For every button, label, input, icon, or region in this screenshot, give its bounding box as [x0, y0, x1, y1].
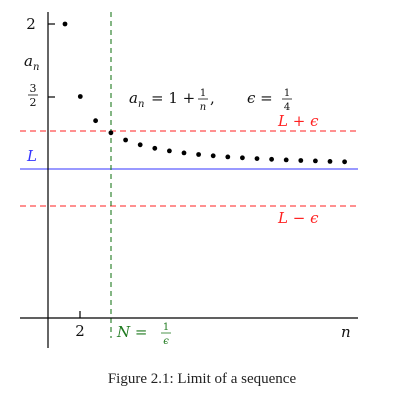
formula-lhs-main: a: [129, 89, 138, 107]
sequence-point: [210, 153, 216, 159]
figure-caption: Figure 2.1: Limit of a sequence: [107, 371, 297, 387]
sequence-point: [254, 156, 260, 162]
cutoff-label: N =: [116, 323, 147, 341]
epsilon-equals: ϵ =: [247, 89, 273, 107]
sequence-point: [225, 154, 231, 160]
sequence-point: [137, 142, 143, 148]
sequence-point: [298, 158, 304, 163]
sequence-point: [327, 159, 333, 164]
y-tick-label-three-halves-den: 2: [30, 96, 37, 109]
sequence-point: [240, 155, 245, 161]
sequence-point: [93, 118, 98, 124]
formula-comma: ,: [210, 89, 215, 107]
y-axis-label-main: a: [24, 52, 33, 70]
sequence-point: [62, 21, 68, 27]
lower-band-label: L − ϵ: [277, 209, 319, 227]
limit-label: L: [26, 147, 37, 165]
cutoff-frac-den: ϵ: [163, 336, 169, 347]
y-axis-label-sub: n: [33, 62, 39, 73]
epsilon-frac-den: 4: [284, 102, 290, 113]
formula-frac-den: n: [200, 102, 206, 113]
formula-lhs-sub: n: [138, 99, 144, 110]
sequence-points: [62, 21, 347, 165]
sequence-point: [196, 152, 202, 157]
sequence-point: [269, 156, 274, 162]
sequence-point: [167, 148, 172, 154]
sequence-point: [181, 150, 187, 156]
y-tick-label-2: 2: [26, 15, 36, 33]
sequence-point: [342, 159, 347, 165]
y-axis-label: an: [24, 52, 39, 73]
x-axis-label: n: [341, 323, 351, 341]
formula-equals: = 1 +: [151, 89, 195, 107]
cutoff-frac-num: 1: [163, 322, 169, 333]
sequence-point: [123, 137, 128, 143]
sequence-point: [77, 94, 83, 99]
sequence-point: [313, 158, 318, 164]
y-tick-label-three-halves-num: 3: [30, 82, 37, 95]
sequence-point: [152, 145, 158, 151]
upper-band-label: L + ϵ: [277, 112, 319, 130]
sequence-point: [283, 157, 289, 163]
epsilon-frac-num: 1: [284, 88, 290, 99]
x-tick-label-2: 2: [75, 322, 85, 340]
formula-frac-num: 1: [200, 88, 206, 99]
formula-lhs: an: [129, 89, 144, 110]
sequence-point: [108, 130, 114, 136]
